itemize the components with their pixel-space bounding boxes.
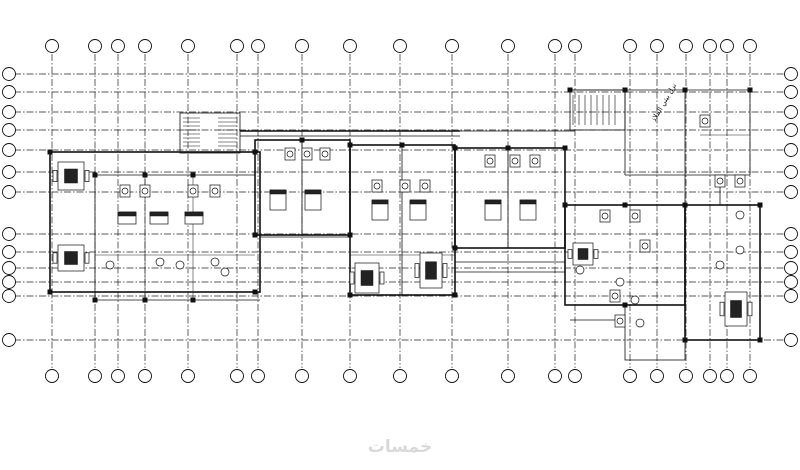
row-grid-bubble (784, 333, 798, 347)
row-grid-bubble (2, 333, 16, 347)
watermark-logo: خمسات (367, 437, 433, 457)
grid-lines (14, 54, 786, 368)
building-outline (49, 89, 761, 361)
column-grid-bubble (650, 369, 664, 383)
row-grid-bubble (2, 261, 16, 275)
row-grid-bubble (784, 245, 798, 259)
row-grid-bubble (2, 165, 16, 179)
column-grid-bubble (295, 369, 309, 383)
column-grid-bubble (623, 369, 637, 383)
row-grid-bubble (2, 227, 16, 241)
column-grid-bubble (111, 39, 125, 53)
row-grid-bubble (2, 123, 16, 137)
grid-bubbles (2, 39, 798, 383)
column-grid-bubble (45, 369, 59, 383)
row-grid-bubble (2, 185, 16, 199)
row-grid-bubble (784, 261, 798, 275)
column-grid-bubble (650, 39, 664, 53)
row-grid-bubble (784, 275, 798, 289)
row-grid-bubble (2, 85, 16, 99)
column-grid-bubble (743, 369, 757, 383)
column-grid-bubble (623, 39, 637, 53)
row-grid-bubble (784, 185, 798, 199)
row-grid-bubble (2, 245, 16, 259)
column-grid-bubble (295, 39, 309, 53)
stairs (183, 95, 616, 147)
furniture (52, 114, 753, 328)
column-grid-bubble (568, 39, 582, 53)
column-grid-bubble (743, 39, 757, 53)
column-grid-bubble (445, 39, 459, 53)
structural-columns (47, 87, 763, 343)
row-grid-bubble (784, 85, 798, 99)
plan-note: نزل بيتي الملاذ (650, 82, 678, 123)
column-grid-bubble (181, 39, 195, 53)
left-wing-wall (49, 151, 261, 293)
column-grid-bubble (720, 369, 734, 383)
column-grid-bubble (138, 369, 152, 383)
row-grid-bubble (2, 143, 16, 157)
column-grid-bubble (679, 369, 693, 383)
column-grid-bubble (343, 39, 357, 53)
row-grid-bubble (784, 165, 798, 179)
left-stair-block (179, 112, 241, 154)
column-grid-bubble (703, 369, 717, 383)
column-grid-bubble (230, 39, 244, 53)
row-grid-bubble (784, 123, 798, 137)
column-grid-bubble (343, 369, 357, 383)
row-grid-bubble (2, 105, 16, 119)
column-grid-bubble (703, 39, 717, 53)
column-grid-bubble (251, 39, 265, 53)
column-grid-bubble (393, 369, 407, 383)
row-grid-bubble (784, 105, 798, 119)
column-grid-bubble (445, 369, 459, 383)
column-grid-bubble (138, 39, 152, 53)
column-grid-bubble (548, 39, 562, 53)
row-grid-bubble (784, 143, 798, 157)
column-grid-bubble (501, 369, 515, 383)
column-grid-bubble (251, 369, 265, 383)
row-grid-bubble (2, 67, 16, 81)
column-grid-bubble (720, 39, 734, 53)
row-grid-bubble (784, 289, 798, 303)
column-grid-bubble (679, 39, 693, 53)
column-grid-bubble (501, 39, 515, 53)
column-grid-bubble (181, 369, 195, 383)
room-block-5 (684, 204, 761, 341)
row-grid-bubble (2, 275, 16, 289)
column-grid-bubble (230, 369, 244, 383)
column-grid-bubble (88, 39, 102, 53)
row-grid-bubble (784, 227, 798, 241)
column-grid-bubble (393, 39, 407, 53)
column-grid-bubble (88, 369, 102, 383)
column-grid-bubble (568, 369, 582, 383)
column-grid-bubble (548, 369, 562, 383)
column-grid-bubble (45, 39, 59, 53)
column-grid-bubble (111, 369, 125, 383)
row-grid-bubble (2, 289, 16, 303)
row-grid-bubble (784, 67, 798, 81)
